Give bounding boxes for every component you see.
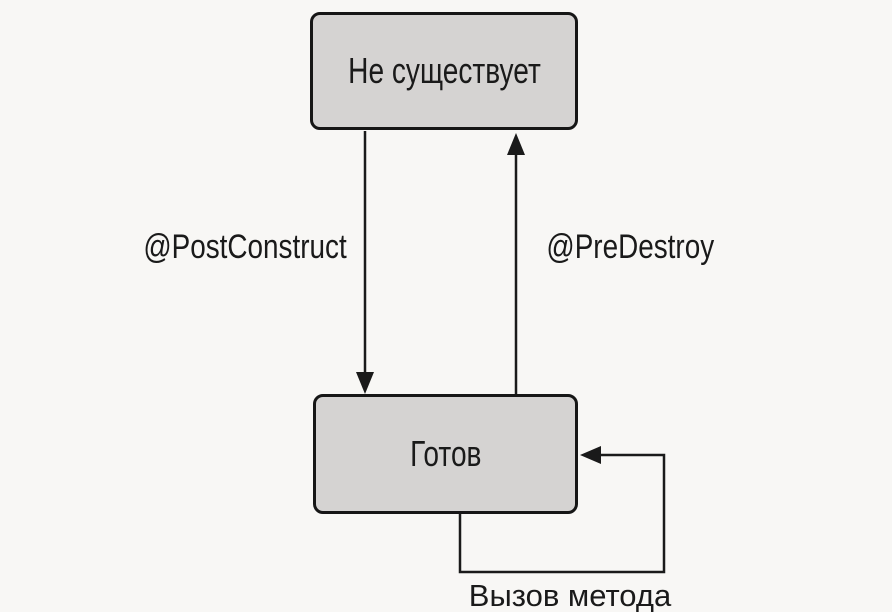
edge-label-postconstruct: @PostConstruct <box>143 228 347 266</box>
edge-label-predestroy: @PreDestroy <box>546 228 714 266</box>
node-ready: Готов <box>313 394 578 514</box>
edge-label-method-call: Вызов метода <box>468 578 672 612</box>
node-ready-label: Готов <box>409 433 482 474</box>
node-not-exists-label: Не существует <box>347 50 541 91</box>
node-not-exists: Не существует <box>310 12 578 130</box>
